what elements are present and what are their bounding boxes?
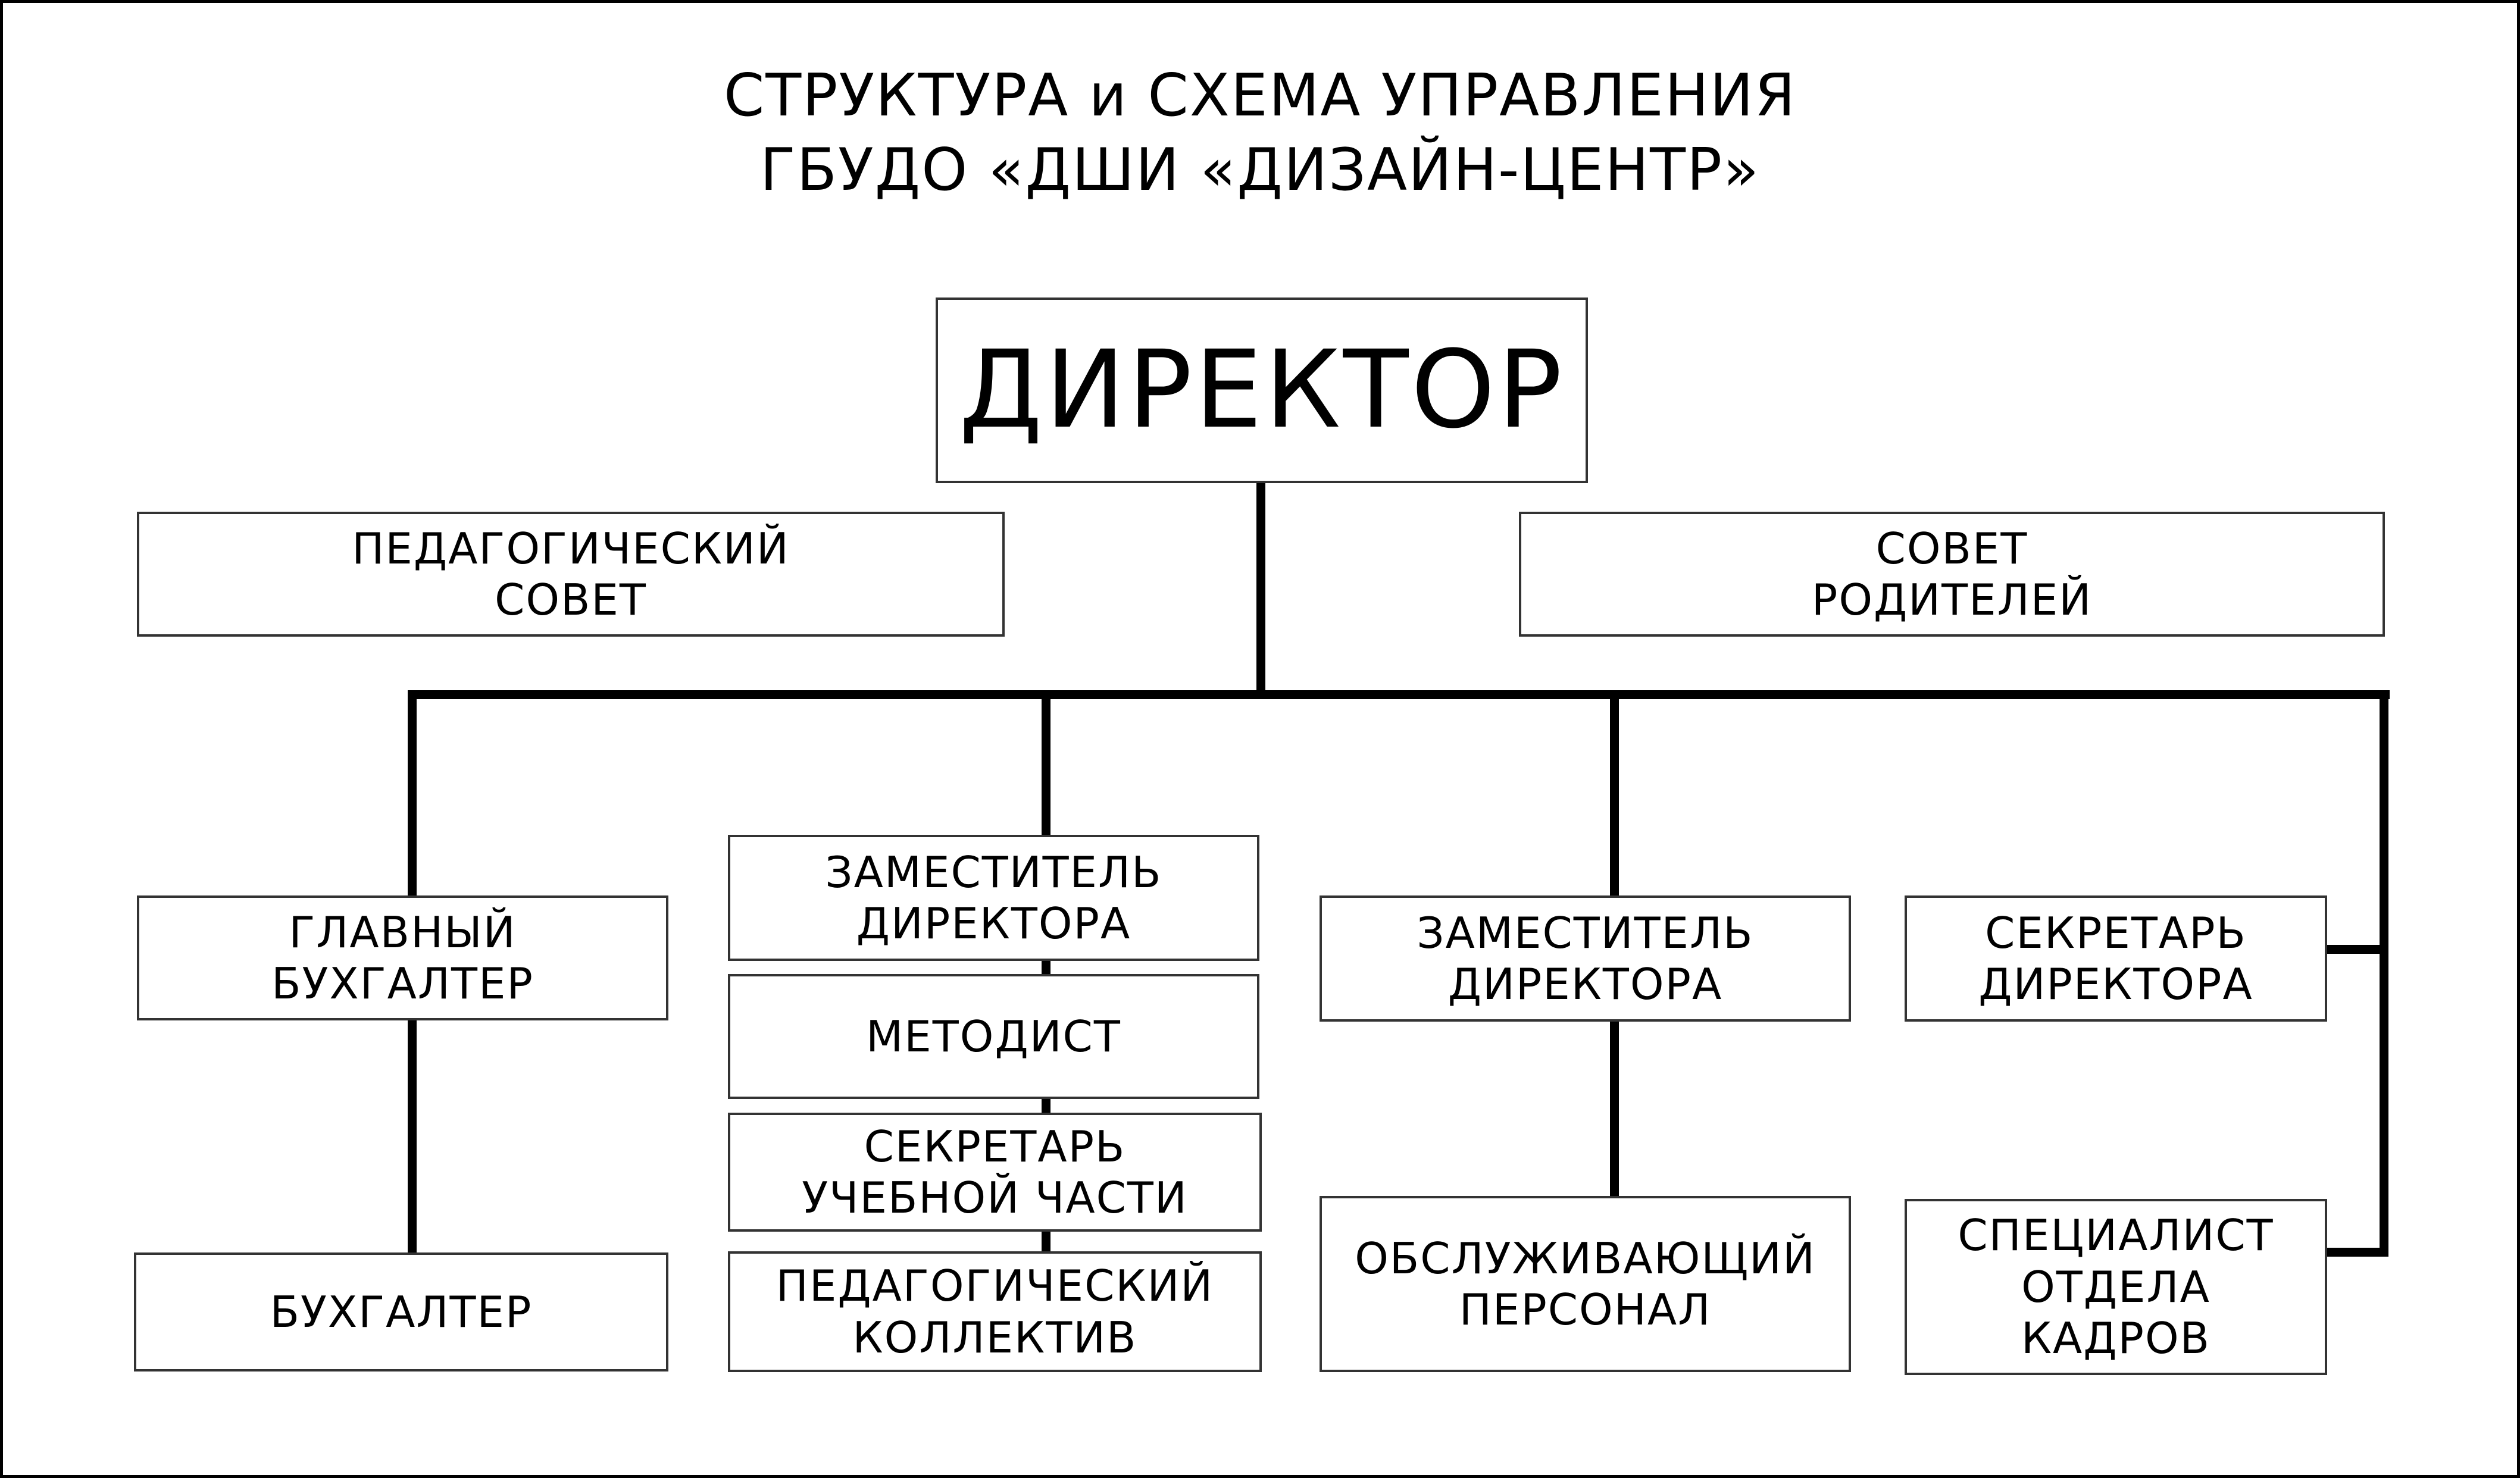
hr-specialist-box: СПЕЦИАЛИСТ ОТДЕЛА КАДРОВ xyxy=(1905,1199,2327,1375)
connector-hr-specialist xyxy=(2324,1248,2388,1257)
diagram-title-line-1: СТРУКТУРА и СХЕМА УПРАВЛЕНИЯ xyxy=(723,62,1797,130)
deputy-director-2-box: ЗАМЕСТИТЕЛЬ ДИРЕКТОРА xyxy=(1320,895,1851,1022)
director-secretary-line-1: СЕКРЕТАРЬ xyxy=(1985,907,2247,958)
director-secretary-box: СЕКРЕТАРЬ ДИРЕКТОРА xyxy=(1905,895,2327,1022)
director-secretary-line-2: ДИРЕКТОРА xyxy=(1978,959,2253,1009)
chief-accountant-line-1: ГЛАВНЫЙ xyxy=(289,907,517,957)
accountant-box: БУХГАЛТЕР xyxy=(134,1252,668,1371)
pedagogical-staff-line-1: ПЕДАГОГИЧЕСКИЙ xyxy=(776,1261,1214,1311)
service-staff-box: ОБСЛУЖИВАЮЩИЙ ПЕРСОНАЛ xyxy=(1320,1196,1851,1372)
deputy-director-2-line-1: ЗАМЕСТИТЕЛЬ xyxy=(1417,907,1754,958)
pedagogical-staff-line-2: КОЛЛЕКТИВ xyxy=(852,1312,1137,1363)
connector-director-secretary xyxy=(2324,945,2388,954)
diagram-title-line-2: ГБУДО «ДШИ «ДИЗАЙН-ЦЕНТР» xyxy=(759,136,1760,204)
pedagogical-council-line-2: СОВЕТ xyxy=(495,575,647,625)
deputy-director-2-line-2: ДИРЕКТОРА xyxy=(1447,959,1723,1009)
service-staff-line-1: ОБСЛУЖИВАЮЩИЙ xyxy=(1355,1233,1816,1283)
methodist-box: МЕТОДИСТ xyxy=(728,974,1259,1099)
parents-council-line-2: РОДИТЕЛЕЙ xyxy=(1811,575,2093,625)
chief-accountant-box: ГЛАВНЫЙ БУХГАЛТЕР xyxy=(137,895,668,1020)
chief-accountant-line-2: БУХГАЛТЕР xyxy=(271,959,534,1009)
service-staff-line-2: ПЕРСОНАЛ xyxy=(1459,1285,1712,1335)
pedagogical-council-box: ПЕДАГОГИЧЕСКИЙ СОВЕТ xyxy=(137,512,1005,637)
methodist-label: МЕТОДИСТ xyxy=(866,1011,1121,1061)
hr-specialist-line-1: СПЕЦИАЛИСТ xyxy=(1958,1210,2274,1261)
connector-right-branch xyxy=(2380,690,2388,1257)
hr-specialist-line-3: КАДРОВ xyxy=(2021,1313,2211,1364)
parents-council-box: СОВЕТ РОДИТЕЛЕЙ xyxy=(1519,512,2385,637)
pedagogical-staff-box: ПЕДАГОГИЧЕСКИЙ КОЛЛЕКТИВ xyxy=(728,1251,1262,1372)
connector-director-trunk xyxy=(1256,482,1265,696)
study-secretary-box: СЕКРЕТАРЬ УЧЕБНОЙ ЧАСТИ xyxy=(728,1113,1262,1232)
deputy-director-1-line-2: ДИРЕКТОРА xyxy=(856,898,1131,948)
hr-specialist-line-2: ОТДЕЛА xyxy=(2021,1261,2211,1312)
connector-main-bus xyxy=(408,690,2390,699)
deputy-director-1-line-1: ЗАМЕСТИТЕЛЬ xyxy=(825,847,1162,897)
director-box: ДИРЕКТОР xyxy=(936,298,1588,483)
deputy-director-1-box: ЗАМЕСТИТЕЛЬ ДИРЕКТОРА xyxy=(728,835,1259,961)
parents-council-line-1: СОВЕТ xyxy=(1875,523,2028,574)
pedagogical-council-line-1: ПЕДАГОГИЧЕСКИЙ xyxy=(352,523,790,574)
director-label: ДИРЕКТОР xyxy=(959,328,1565,452)
study-secretary-line-2: УЧЕБНОЙ ЧАСТИ xyxy=(802,1173,1188,1223)
accountant-label: БУХГАЛТЕР xyxy=(270,1286,533,1337)
study-secretary-line-1: СЕКРЕТАРЬ xyxy=(864,1121,1126,1172)
